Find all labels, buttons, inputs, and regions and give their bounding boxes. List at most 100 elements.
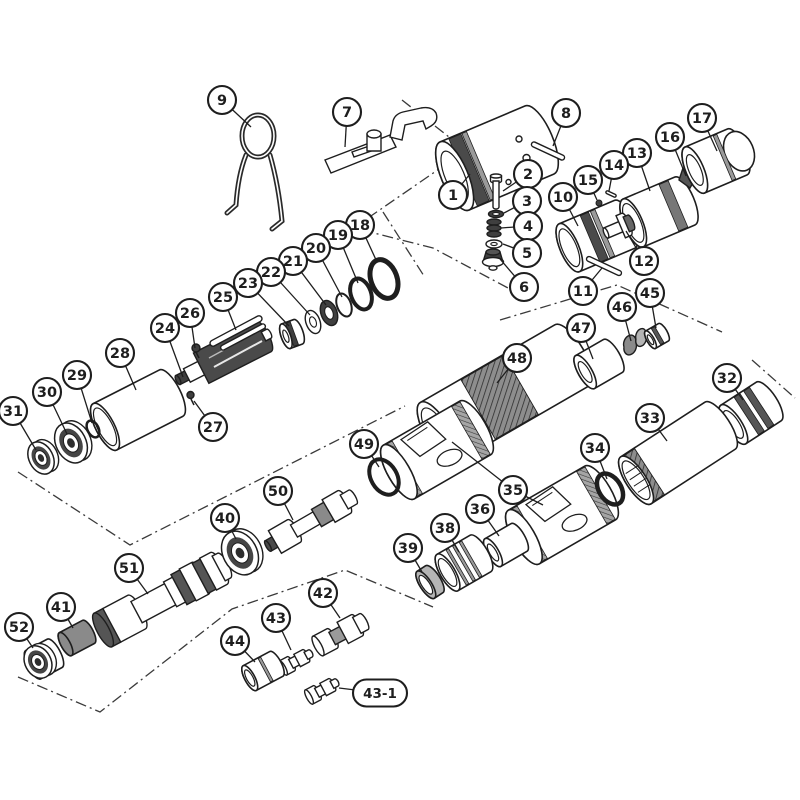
callout-25: 25: [207, 281, 239, 313]
part-coupling-42: [311, 612, 370, 657]
callout-label-4: 4: [523, 219, 533, 235]
callout-label-14: 14: [604, 158, 624, 174]
callout-42: 42: [307, 577, 339, 609]
callout-label-26: 26: [180, 306, 200, 322]
callout-43: 43: [260, 602, 292, 634]
part-cylinder-28: [89, 368, 187, 452]
callout-50: 50: [262, 475, 294, 507]
callout-23: 23: [232, 267, 264, 299]
callout-33: 33: [634, 402, 666, 434]
callout-label-36: 36: [470, 502, 490, 518]
part-rotor-vane-25b: [209, 315, 263, 347]
callout-label-45: 45: [640, 286, 660, 302]
callout-28: 28: [104, 337, 136, 369]
part-fitting-43: [277, 648, 314, 677]
axis-dash-line: [499, 284, 723, 333]
callout-label-1: 1: [448, 188, 458, 204]
callout-label-25: 25: [213, 290, 233, 306]
part-nut-45: [643, 322, 671, 350]
part-rotor-50: [263, 489, 359, 555]
part-washer-5: [485, 239, 503, 249]
part-ball-15: [595, 199, 603, 207]
callout-3: 3: [511, 185, 543, 217]
callout-label-51: 51: [119, 561, 139, 577]
callout-11: 11: [567, 275, 599, 307]
part-bevel-ring-39: [415, 564, 445, 600]
callout-label-6: 6: [519, 280, 529, 296]
callout-47: 47: [565, 312, 597, 344]
callout-16: 16: [654, 121, 686, 153]
callout-label-47: 47: [571, 321, 591, 337]
callout-label-39: 39: [398, 541, 418, 557]
callout-31: 31: [0, 395, 29, 427]
callout-45: 45: [634, 277, 666, 309]
callout-35: 35: [497, 474, 529, 506]
callout-label-33: 33: [640, 411, 660, 427]
part-valve-screw-2: [489, 173, 503, 210]
callout-label-24: 24: [155, 321, 175, 337]
part-o-ring-34: [594, 471, 626, 507]
callout-label-10: 10: [553, 190, 573, 206]
part-washer-21: [319, 299, 339, 327]
callout-label-41: 41: [51, 600, 71, 616]
callout-27: 27: [197, 411, 229, 443]
part-washer-3: [487, 209, 505, 219]
callout-label-16: 16: [660, 130, 680, 146]
callout-label-49: 49: [354, 437, 374, 453]
part-bearing-40: [220, 528, 264, 576]
axis-dash-line: [382, 211, 425, 277]
callout-20: 20: [300, 232, 332, 264]
callout-label-19: 19: [328, 228, 348, 244]
callout-label-43: 43: [266, 611, 286, 627]
callout-label-22: 22: [261, 265, 281, 281]
callout-1: 1: [437, 179, 469, 211]
part-grip-housing-33: [617, 400, 739, 506]
callout-36: 36: [464, 493, 496, 525]
callout-26: 26: [174, 297, 206, 329]
callout-label-18: 18: [350, 218, 370, 234]
callout-51: 51: [113, 552, 145, 584]
callout-38: 38: [429, 512, 461, 544]
part-motor-cylinder-35a: [379, 399, 495, 501]
callout-21: 21: [277, 245, 309, 277]
callout-label-30: 30: [37, 385, 57, 401]
callout-label-20: 20: [306, 241, 326, 257]
callout-7: 7: [331, 96, 363, 128]
part-pin-11: [585, 255, 623, 277]
part-rotor-24: [174, 320, 274, 386]
part-pin-14: [605, 190, 617, 198]
callout-6: 6: [508, 271, 540, 303]
callout-label-28: 28: [110, 346, 130, 362]
callout-label-40: 40: [215, 511, 235, 527]
callout-label-31: 31: [3, 404, 23, 420]
axis-dash-line: [17, 569, 434, 713]
callout-5: 5: [511, 237, 543, 269]
part-valve-seat-6: [481, 248, 505, 271]
callout-9: 9: [206, 84, 238, 116]
part-screw-26: [191, 343, 201, 359]
part-hanger-clip-9: [224, 112, 285, 232]
callout-label-52: 52: [9, 620, 29, 636]
callout-label-9: 9: [217, 93, 227, 109]
callout-label-44: 44: [225, 634, 245, 650]
callout-label-38: 38: [435, 521, 455, 537]
part-bearing-30: [53, 420, 93, 464]
callout-18: 18: [344, 209, 376, 241]
callout-label-8: 8: [561, 106, 571, 122]
part-sleeve-44: [241, 650, 285, 692]
callout-12: 12: [628, 245, 660, 277]
callout-43-1: 43-1: [351, 678, 409, 708]
part-throttle-lever-7: [324, 106, 438, 174]
callout-label-23: 23: [238, 276, 258, 292]
callout-30: 30: [31, 376, 63, 408]
callout-label-35: 35: [503, 483, 523, 499]
callout-41: 41: [45, 591, 77, 623]
callout-32: 32: [711, 362, 743, 394]
callout-label-50: 50: [268, 484, 288, 500]
callout-8: 8: [550, 97, 582, 129]
callout-label-5: 5: [522, 246, 532, 262]
parts-layer: [23, 104, 784, 706]
part-valve-poppet-12: [602, 212, 636, 239]
part-bearing-52-face: [23, 642, 58, 679]
